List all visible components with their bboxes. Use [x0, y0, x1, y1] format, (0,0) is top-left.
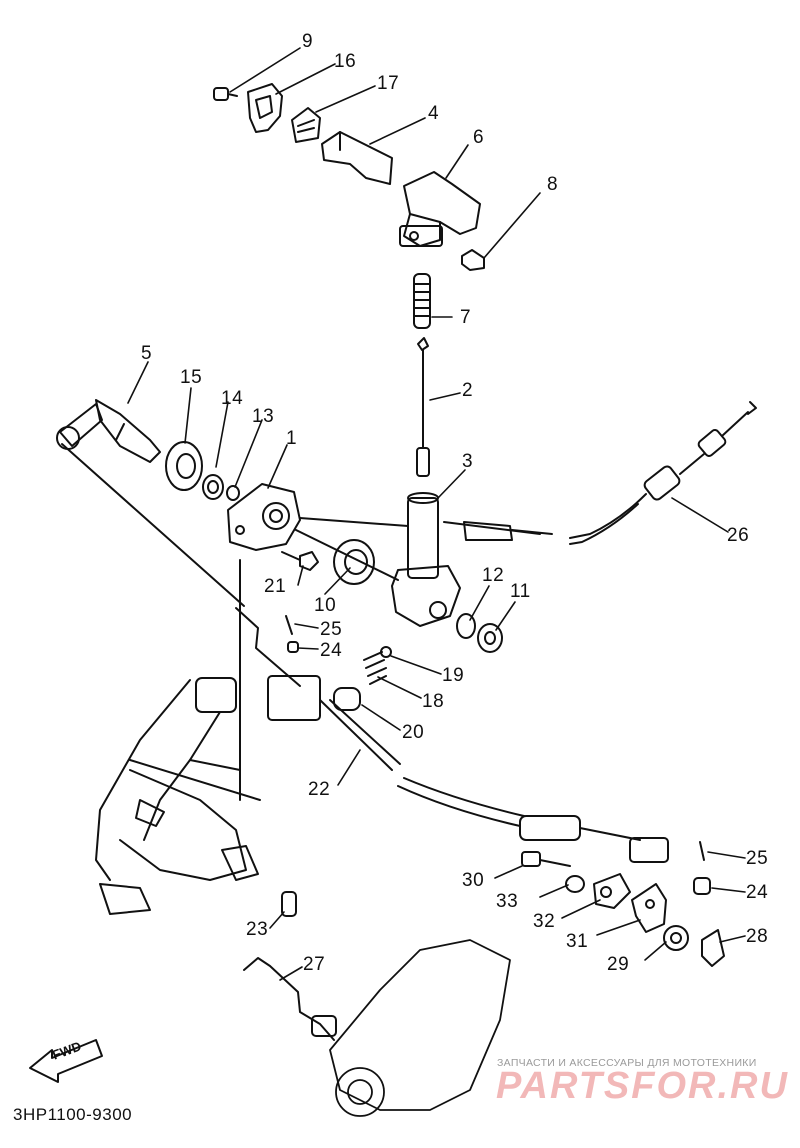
- lever-31: [631, 883, 667, 933]
- housing-1: [227, 483, 409, 581]
- lever-3: [391, 492, 541, 627]
- label-24-upper: 24: [320, 640, 343, 661]
- pin-24-upper: [287, 641, 299, 653]
- label-5: 5: [141, 343, 153, 364]
- label-6: 6: [473, 127, 485, 148]
- label-25-lower: 25: [746, 848, 769, 869]
- label-21: 21: [264, 576, 287, 597]
- watermark-subtitle: ЗАПЧАСТИ И АКСЕССУАРЫ ДЛЯ МОТОТЕХНИКИ: [497, 1057, 757, 1069]
- spring-18: [363, 651, 387, 685]
- bolt-21: [281, 551, 319, 571]
- label-19: 19: [442, 665, 465, 686]
- wire-27: [243, 957, 337, 1041]
- pin-25-upper: [285, 615, 293, 635]
- label-2: 2: [462, 380, 474, 401]
- oring-13: [226, 485, 240, 501]
- label-15: 15: [180, 367, 203, 388]
- label-12: 12: [482, 565, 505, 586]
- seal-10: [333, 539, 375, 585]
- shaft-5: [56, 399, 161, 463]
- label-30: 30: [462, 870, 485, 891]
- engine-case: [329, 939, 511, 1117]
- label-7: 7: [460, 307, 472, 328]
- label-1: 1: [286, 428, 298, 449]
- label-23: 23: [246, 919, 269, 940]
- seal-15: [165, 441, 203, 491]
- bolt-23: [281, 891, 297, 917]
- label-33: 33: [496, 891, 519, 912]
- label-14: 14: [221, 388, 244, 409]
- diagram-code: 3HP1100-9300: [13, 1105, 133, 1124]
- washer-33: [565, 875, 585, 893]
- label-26: 26: [727, 525, 750, 546]
- label-11: 11: [510, 581, 531, 602]
- rod-7: [413, 273, 431, 329]
- label-9: 9: [302, 31, 314, 52]
- insert-4: [321, 131, 393, 185]
- fwd-arrow-icon: [29, 1039, 103, 1083]
- label-10: 10: [314, 595, 337, 616]
- label-24-lower: 24: [746, 882, 769, 903]
- label-16: 16: [334, 51, 357, 72]
- spacer-17: [291, 107, 321, 143]
- plate-32: [593, 873, 631, 909]
- svg-text:PARTSFOR.RU: PARTSFOR.RU: [496, 1065, 789, 1104]
- rod-2: [416, 337, 430, 477]
- label-32: 32: [533, 911, 556, 932]
- pedal-frame: [95, 559, 261, 915]
- label-28: 28: [746, 926, 769, 947]
- ring-14: [202, 474, 224, 500]
- label-29: 29: [607, 954, 630, 975]
- label-31: 31: [566, 931, 589, 952]
- bush-20: [333, 687, 361, 711]
- screw-9: [213, 87, 238, 101]
- label-13: 13: [252, 406, 275, 427]
- pin-25-lower: [699, 841, 705, 861]
- bolt-8: [461, 249, 485, 271]
- pin-24-lower: [693, 877, 711, 895]
- grip-6: [399, 171, 481, 247]
- switch-16: [247, 83, 283, 133]
- washer-12: [456, 613, 476, 639]
- label-3: 3: [462, 451, 474, 472]
- label-20: 20: [402, 722, 425, 743]
- label-25-upper: 25: [320, 619, 343, 640]
- nut-11: [477, 623, 503, 653]
- leader-lines: [127, 47, 746, 981]
- cable-26: [463, 401, 757, 545]
- label-18: 18: [422, 691, 445, 712]
- label-4: 4: [428, 103, 440, 124]
- holder-28: [701, 929, 725, 967]
- watermark-logo: PARTSFOR.RU: [496, 1065, 789, 1104]
- ball-19: [380, 646, 392, 658]
- bolt-30: [521, 851, 571, 867]
- label-27: 27: [303, 954, 326, 975]
- collar-29: [663, 925, 689, 951]
- label-22: 22: [308, 779, 331, 800]
- label-17: 17: [377, 73, 400, 94]
- rod-22: [61, 443, 669, 863]
- label-8: 8: [547, 174, 559, 195]
